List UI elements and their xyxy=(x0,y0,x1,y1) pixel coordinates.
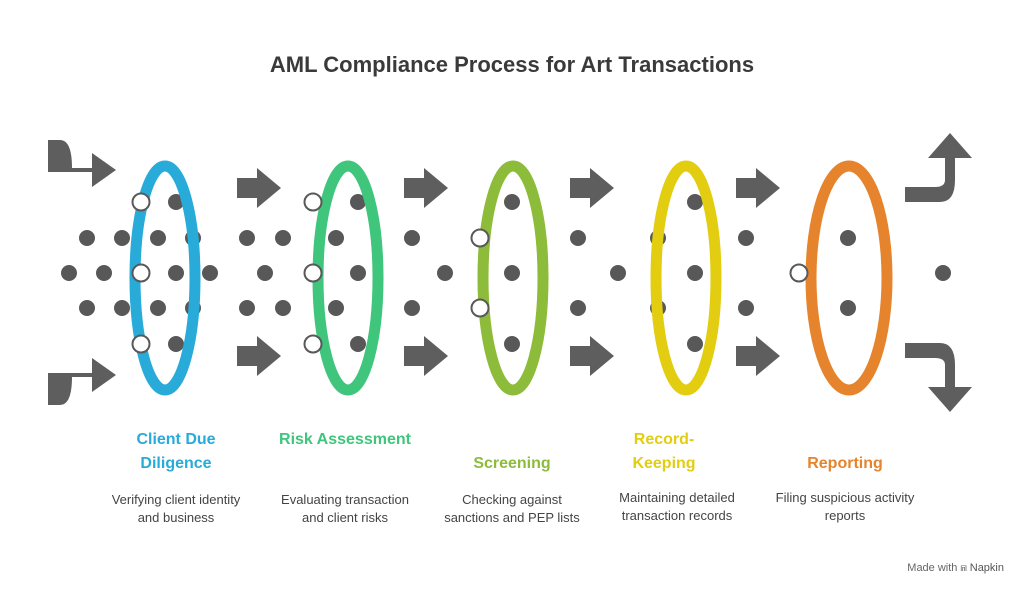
particle-dot-hollow xyxy=(303,334,323,354)
stage-desc-screening: Checking against sanctions and PEP lists xyxy=(444,492,580,525)
particle-dot xyxy=(437,265,453,281)
particle-dot xyxy=(328,230,344,246)
particle-dot xyxy=(610,265,626,281)
right-arrow-icon xyxy=(404,336,448,376)
stage-label-reporting: Reporting xyxy=(807,455,883,472)
particle-dot-hollow xyxy=(131,263,151,283)
particle-dot xyxy=(114,300,130,316)
particle-dot xyxy=(687,336,703,352)
stage-desc-risk-assessment: Evaluating transaction and client risks xyxy=(281,492,409,525)
particle-dot xyxy=(350,194,366,210)
particle-dot xyxy=(61,265,77,281)
stage-desc-reporting: Filing suspicious activity reports xyxy=(775,490,915,523)
stage-label-client-due-diligence: Client Due Diligence xyxy=(136,431,216,472)
particle-dot-hollow xyxy=(470,298,490,318)
particle-dot xyxy=(570,300,586,316)
napkin-logo-icon: ⩎ xyxy=(960,562,967,574)
particle-dot xyxy=(328,300,344,316)
footer-prefix: Made with xyxy=(907,562,958,574)
particle-dot xyxy=(168,265,184,281)
particle-dot xyxy=(257,265,273,281)
particle-dot xyxy=(738,230,754,246)
particle-dot xyxy=(687,194,703,210)
right-arrow-icon xyxy=(570,336,614,376)
right-arrow-icon xyxy=(237,336,281,376)
particle-dot xyxy=(114,230,130,246)
filter-ring-5 xyxy=(805,160,893,396)
curved-inflow-arrow-icon xyxy=(48,140,116,187)
stage-label-risk-assessment: Risk Assessment xyxy=(279,431,411,448)
curved-inflow-arrow-icon xyxy=(48,358,116,405)
particle-dot xyxy=(79,300,95,316)
particle-dot xyxy=(840,230,856,246)
footer-brand: Napkin xyxy=(969,562,1004,574)
particle-dot xyxy=(738,300,754,316)
curved-outflow-arrow-icon xyxy=(905,343,972,412)
particle-dot xyxy=(275,230,291,246)
particle-dot xyxy=(275,300,291,316)
stage-label-screening: Screening xyxy=(473,455,551,472)
filter-ring-2 xyxy=(312,160,384,396)
made-with-napkin: Made with ⩎ Napkin xyxy=(907,562,1004,575)
particle-dot-hollow xyxy=(131,192,151,212)
particle-dot-hollow xyxy=(303,263,323,283)
particle-dot xyxy=(150,300,166,316)
curved-outflow-arrow-icon xyxy=(905,133,972,202)
particle-dot xyxy=(504,194,520,210)
particle-dot xyxy=(570,230,586,246)
particle-dot xyxy=(504,336,520,352)
diagram-title: AML Compliance Process for Art Transacti… xyxy=(269,52,755,77)
particle-dot xyxy=(350,336,366,352)
particle-dot xyxy=(935,265,951,281)
particle-dot xyxy=(239,230,255,246)
particle-dot xyxy=(504,265,520,281)
particle-dot xyxy=(840,300,856,316)
particle-dot-hollow xyxy=(303,192,323,212)
stage-label-record-keeping: Record-Keeping xyxy=(632,431,696,472)
particle-dot-hollow xyxy=(470,228,490,248)
right-arrow-icon xyxy=(736,336,780,376)
particle-dot xyxy=(168,194,184,210)
right-arrow-icon xyxy=(404,168,448,208)
filter-ring-3 xyxy=(477,160,549,396)
particle-dot xyxy=(404,300,420,316)
particle-dot xyxy=(79,230,95,246)
particle-dot xyxy=(350,265,366,281)
particle-dot xyxy=(96,265,112,281)
particle-dot xyxy=(202,265,218,281)
stage-desc-record-keeping: Maintaining detailed transaction records xyxy=(619,490,735,523)
right-arrow-icon xyxy=(570,168,614,208)
stage-desc-client-due-diligence: Verifying client identity and business xyxy=(111,492,241,525)
right-arrow-icon xyxy=(237,168,281,208)
particle-dot-hollow xyxy=(131,334,151,354)
particle-dot xyxy=(150,230,166,246)
filter-ring-4 xyxy=(650,160,722,396)
particle-dot-hollow xyxy=(789,263,809,283)
particle-dot xyxy=(168,336,184,352)
particle-dot xyxy=(687,265,703,281)
right-arrow-icon xyxy=(736,168,780,208)
particle-dot xyxy=(404,230,420,246)
particle-dot xyxy=(239,300,255,316)
